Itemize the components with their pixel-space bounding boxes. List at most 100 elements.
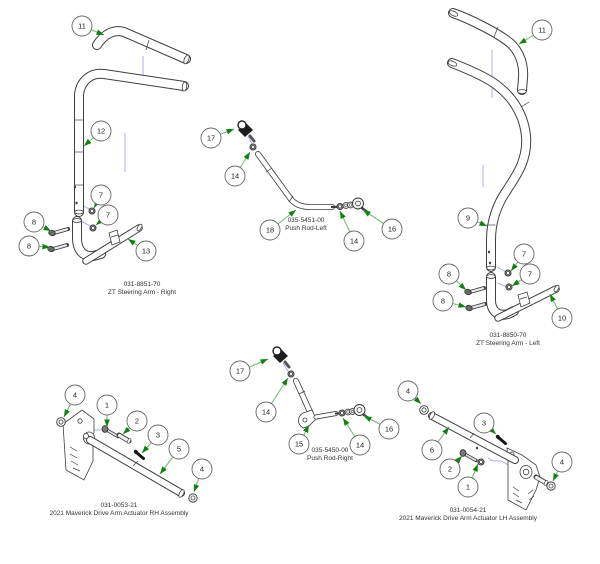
leader-line xyxy=(362,209,384,224)
leader-line xyxy=(455,280,467,291)
leader-line xyxy=(248,358,269,368)
callout-circle xyxy=(168,438,190,460)
callout-number: 14 xyxy=(262,408,270,417)
leader-line xyxy=(63,403,71,418)
screw xyxy=(44,243,69,255)
leader-line xyxy=(42,225,52,232)
callout-number: 8 xyxy=(32,218,36,227)
callout-circle xyxy=(381,218,403,240)
callout-number: 11 xyxy=(538,26,546,35)
callout-number: 10 xyxy=(558,314,566,323)
screw xyxy=(462,302,487,314)
callout-number: 12 xyxy=(97,127,105,136)
leader-line xyxy=(122,426,131,435)
assembly-label-push-rod-left: 035-5451-00 Push Rod-Left xyxy=(285,217,327,232)
callout-circle xyxy=(349,434,371,456)
rod-end-yoke xyxy=(298,409,341,429)
callout-balloon-1: 1 xyxy=(96,394,118,416)
jam-nut xyxy=(338,409,346,417)
callout-circle xyxy=(421,439,443,461)
callout-circle xyxy=(439,458,461,480)
callout-number: 11 xyxy=(78,22,86,31)
callout-number: 4 xyxy=(406,387,410,396)
callout-number: 5 xyxy=(177,445,181,454)
callout-balloon-2: 2 xyxy=(126,410,148,432)
callout-circle xyxy=(432,290,454,312)
callout-circle xyxy=(288,433,310,455)
leader-line xyxy=(193,478,200,493)
leader-line xyxy=(452,302,467,308)
callout-balloon-4: 4 xyxy=(191,458,213,480)
leader-line xyxy=(239,151,251,168)
leader-line xyxy=(510,261,519,272)
callout-balloon-17: 17 xyxy=(229,360,251,382)
callout-balloon-8: 8 xyxy=(438,263,460,285)
callout-balloon-4: 4 xyxy=(551,451,573,473)
callout-number: 16 xyxy=(388,225,396,234)
leader-line xyxy=(277,209,297,225)
callout-circle xyxy=(126,410,148,432)
actuator-tube xyxy=(83,432,185,498)
leader-line xyxy=(270,377,289,404)
steering-shaft-tube xyxy=(82,223,143,265)
callout-balloon-14: 14 xyxy=(349,434,371,456)
callout-balloon-1: 1 xyxy=(457,476,479,498)
callout-number: 4 xyxy=(73,391,77,400)
callout-balloon-8: 8 xyxy=(18,235,40,257)
leader-line xyxy=(141,442,152,454)
clevis-pin xyxy=(119,435,132,444)
callout-balloon-7: 7 xyxy=(513,243,535,265)
leader-line xyxy=(339,210,351,233)
leader-line xyxy=(159,456,174,475)
callout-circle xyxy=(147,424,169,446)
callout-balloon-14: 14 xyxy=(224,165,246,187)
callout-number: 3 xyxy=(482,419,486,428)
leader-line xyxy=(363,415,381,425)
callout-balloon-11: 11 xyxy=(531,19,553,41)
callout-number: 16 xyxy=(385,425,393,434)
callout-balloon-10: 10 xyxy=(551,307,573,329)
set-screw xyxy=(493,432,507,445)
callout-circle xyxy=(513,243,535,265)
drive-arm-actuator-lh-drawing xyxy=(419,405,556,511)
callout-circle xyxy=(229,360,251,382)
assembly-label-zt-steering-arm-right: 031-8851-70 ZT Steering Arm - Right xyxy=(108,281,176,296)
callout-balloon-7: 7 xyxy=(90,184,112,206)
callout-balloon-16: 16 xyxy=(378,418,400,440)
part-number: 031-0053-21 xyxy=(100,502,138,509)
actuator-tube xyxy=(428,411,519,464)
shaft-bracket xyxy=(108,229,121,246)
callout-balloon-4: 4 xyxy=(397,380,419,402)
leader-line xyxy=(413,396,422,405)
callout-number: 17 xyxy=(236,367,244,376)
callout-balloon-7: 7 xyxy=(97,204,119,226)
leader-line xyxy=(549,293,558,310)
callout-circle xyxy=(397,380,419,402)
assembly-label-push-rod-right: 035-5450-00 Push Rod-Right xyxy=(307,447,353,462)
callout-circle xyxy=(191,458,213,480)
callout-balloon-6: 6 xyxy=(421,439,443,461)
nut xyxy=(89,224,97,232)
drive-arm-actuator-rh-drawing xyxy=(56,409,198,503)
assembly-label-zt-steering-arm-left: 031-8850-70 ZT Steering Arm - Left xyxy=(476,332,540,347)
callout-number: 4 xyxy=(560,458,564,467)
callout-circle xyxy=(71,15,93,37)
callout-number: 14 xyxy=(356,441,364,450)
callout-number: 3 xyxy=(156,431,160,440)
leader-line xyxy=(342,417,356,437)
leader-line xyxy=(552,470,559,482)
leader-line xyxy=(511,279,523,287)
leader-line xyxy=(83,137,94,147)
callout-circle xyxy=(224,165,246,187)
centerline xyxy=(496,266,507,273)
screw xyxy=(45,227,70,239)
leader-line xyxy=(488,426,497,435)
bushing xyxy=(419,405,429,415)
leader-line xyxy=(93,200,101,209)
callout-number: 15 xyxy=(295,440,303,449)
part-name: Push Rod-Right xyxy=(307,454,353,462)
callout-balloon-12: 12 xyxy=(90,120,112,142)
callout-circle xyxy=(259,219,281,241)
rod-clamp xyxy=(271,345,291,369)
rod-clamp xyxy=(236,119,256,143)
